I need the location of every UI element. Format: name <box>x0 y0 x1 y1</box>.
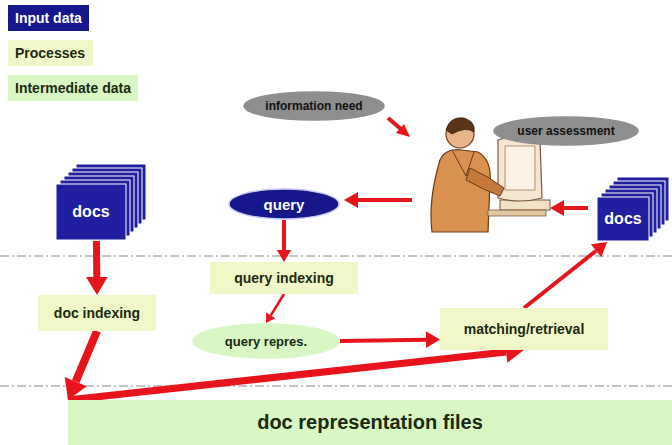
node-label: matching/retrieval <box>464 321 585 337</box>
node-label: query indexing <box>234 270 334 286</box>
node-label: docs <box>72 203 109 221</box>
document-stack: docs <box>596 176 670 242</box>
input-ellipse: query <box>228 188 340 220</box>
flow-connector <box>266 294 284 323</box>
intermediate-band: doc representation files <box>68 400 672 445</box>
node-label: information need <box>265 99 362 113</box>
divider-line <box>0 256 672 257</box>
process-box: matching/retrieval <box>440 308 608 350</box>
divider-line <box>0 386 672 387</box>
node-label: doc indexing <box>54 305 140 321</box>
legend-text: Processes <box>15 45 85 61</box>
flow-connector <box>277 220 291 262</box>
node-label: query <box>264 196 305 213</box>
process-box: doc indexing <box>38 295 156 331</box>
flow-connector <box>65 331 97 400</box>
flow-connector <box>86 241 108 295</box>
document-stack: docs <box>55 163 147 241</box>
node-label: user assessment <box>517 124 614 138</box>
document-stack-outline <box>55 163 147 241</box>
legend-text: Intermediate data <box>15 80 131 96</box>
grey-ellipse: user assessment <box>493 116 639 146</box>
flow-connector <box>340 331 440 348</box>
node-label: docs <box>604 210 641 228</box>
grey-ellipse: information need <box>243 91 385 121</box>
intermediate-ellipse: query repres. <box>192 323 340 359</box>
node-label: query repres. <box>225 334 307 349</box>
flow-connector <box>524 242 607 308</box>
node-label: doc representation files <box>257 411 483 434</box>
legend-text: Input data <box>15 10 82 26</box>
document-stack-outline <box>596 176 670 242</box>
process-box: query indexing <box>210 262 358 294</box>
